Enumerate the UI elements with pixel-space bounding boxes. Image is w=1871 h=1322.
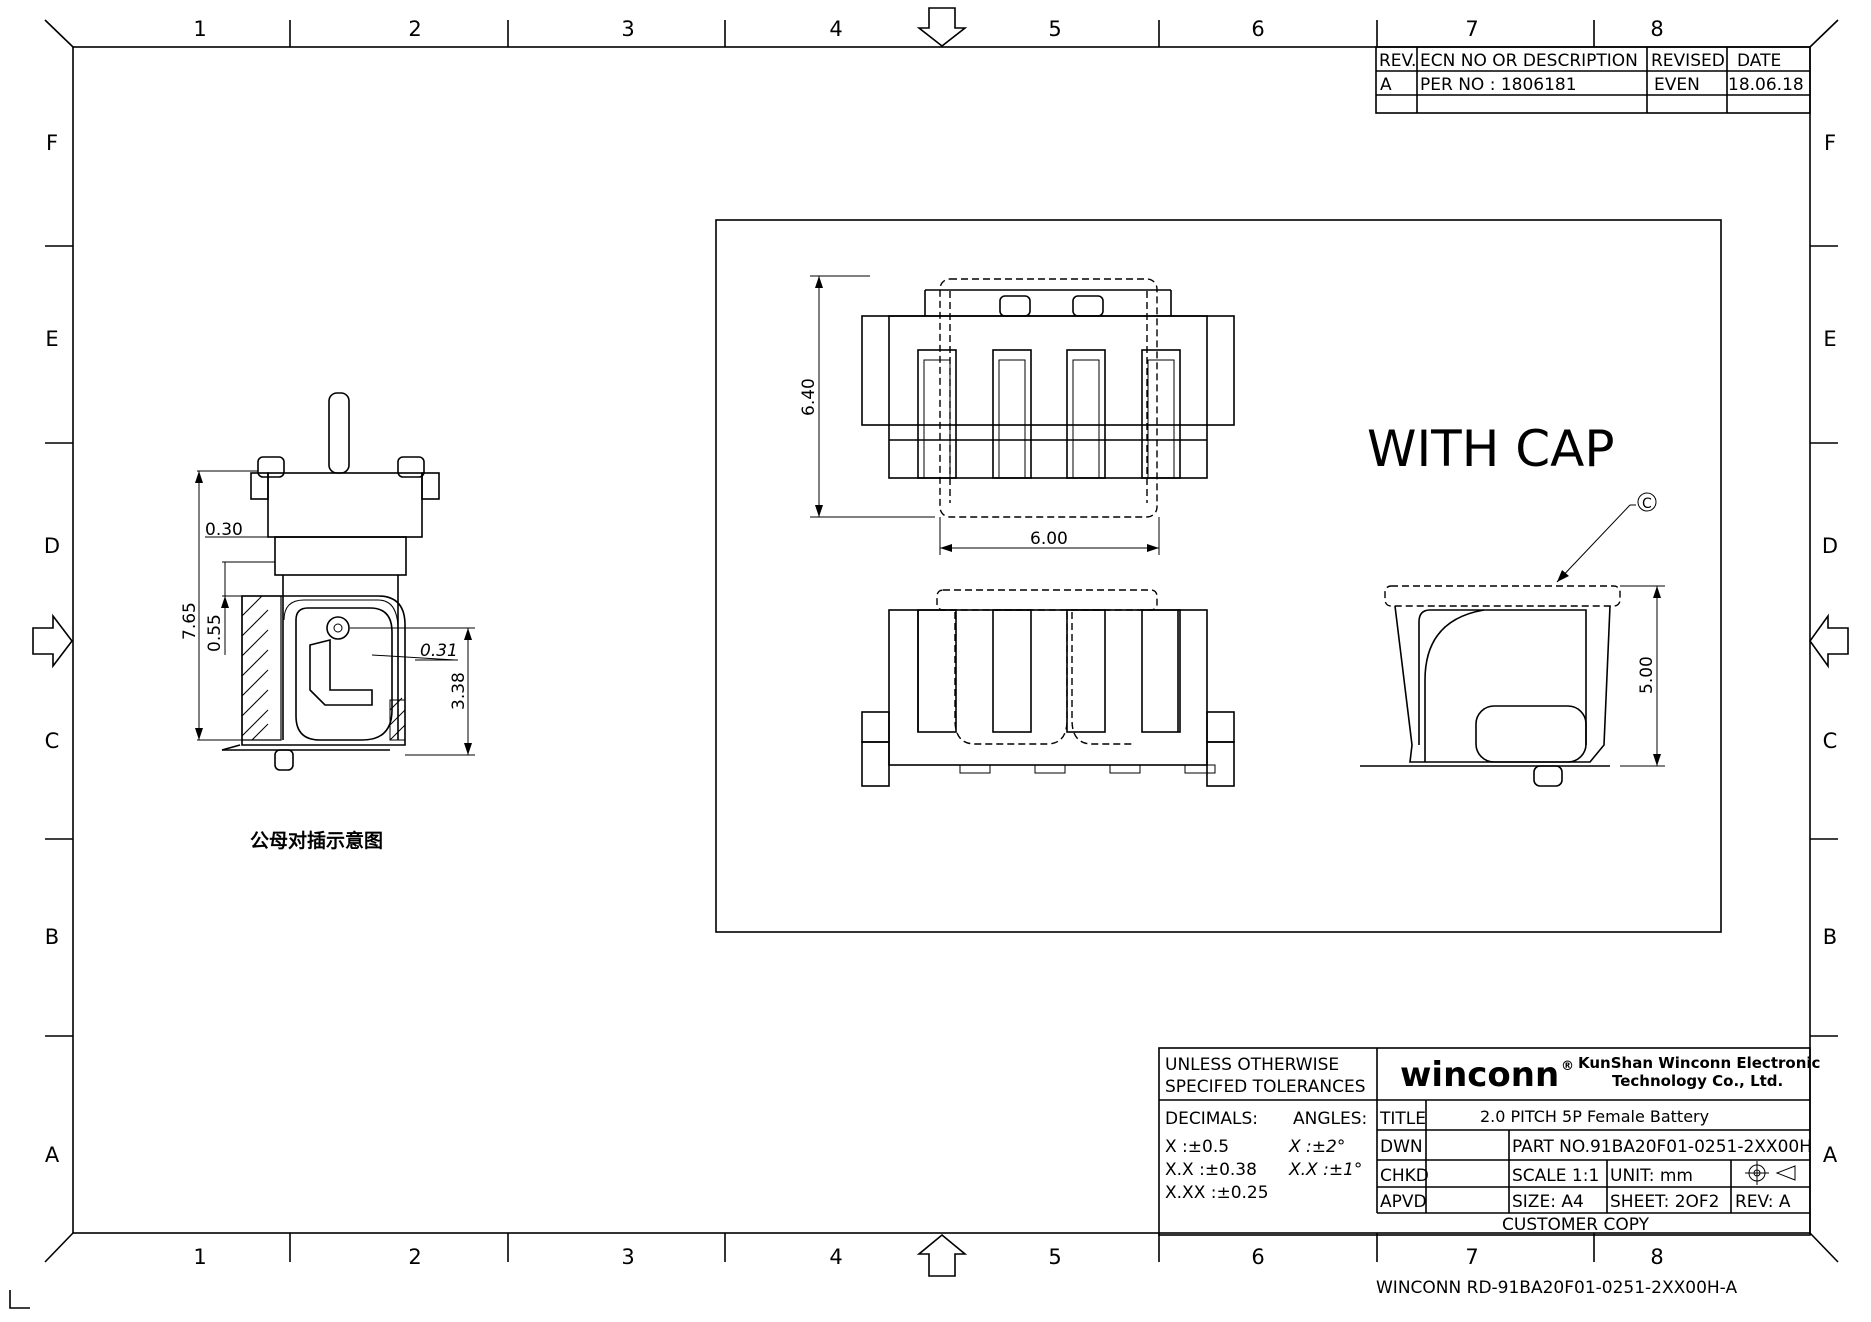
dim-3-38: 3.38 — [449, 672, 469, 710]
cap-callout-letter: C — [1642, 496, 1652, 512]
zone-col-4-bottom: 4 — [829, 1245, 842, 1269]
tol-decimals-label: DECIMALS: — [1165, 1109, 1258, 1129]
with-cap-label: WITH CAP — [1367, 420, 1615, 478]
rev-cell-revised: EVEN — [1654, 75, 1700, 95]
zone-row-e-right: E — [1823, 327, 1836, 351]
zone-row-c-right: C — [1823, 729, 1838, 753]
side-view: 5.00 C — [1360, 492, 1665, 787]
zone-col-1: 1 — [193, 17, 206, 41]
zone-col-6-bottom: 6 — [1251, 1245, 1264, 1269]
dim-5-00: 5.00 — [1637, 656, 1657, 694]
customer-copy: CUSTOMER COPY — [1502, 1215, 1650, 1235]
ang-xx: X.X :±1° — [1288, 1160, 1362, 1180]
zone-col-2-bottom: 2 — [408, 1245, 421, 1269]
tol-header-2: SPECIFED TOLERANCES — [1165, 1077, 1366, 1097]
zone-col-3-bottom: 3 — [621, 1245, 634, 1269]
title-value: 2.0 PITCH 5P Female Battery — [1480, 1107, 1709, 1126]
registered-mark: ® — [1561, 1059, 1574, 1074]
rev-cell-rev: A — [1380, 75, 1392, 95]
zone-col-4: 4 — [829, 17, 842, 41]
zone-col-6: 6 — [1251, 17, 1264, 41]
zone-row-f: F — [46, 131, 58, 155]
rev-header-date: DATE — [1737, 51, 1781, 71]
rev-cell-desc: PER NO : 1806181 — [1420, 75, 1577, 95]
dim-6-00: 6.00 — [1030, 529, 1068, 549]
zone-col-5: 5 — [1048, 17, 1061, 41]
company-name-2: Technology Co., Ltd. — [1612, 1072, 1783, 1090]
dim-0-55: 0.55 — [205, 614, 225, 652]
zone-row-f-right: F — [1824, 131, 1836, 155]
zone-col-8: 8 — [1650, 17, 1663, 41]
revision-table: REV. ECN NO OR DESCRIPTION REVISED DATE … — [1375, 46, 1811, 114]
front-view — [861, 589, 1235, 787]
dim-7-65: 7.65 — [180, 602, 200, 640]
mating-caption: 公母对插示意图 — [250, 829, 383, 852]
drawing-number-footer: WINCONN RD-91BA20F01-0251-2XX00H-A — [1376, 1278, 1737, 1298]
zone-row-c: C — [45, 729, 60, 753]
rev-header-rev: REV. — [1379, 51, 1416, 71]
zone-col-1-bottom: 1 — [193, 1245, 206, 1269]
unit: UNIT: mm — [1610, 1166, 1693, 1186]
rev: REV: A — [1735, 1192, 1791, 1212]
rev-header-revised: REVISED — [1651, 51, 1725, 71]
view-frame — [715, 219, 1722, 933]
zone-col-2: 2 — [408, 17, 421, 41]
part-number: PART NO.91BA20F01-0251-2XX00H — [1512, 1137, 1812, 1157]
zone-row-b-right: B — [1823, 925, 1837, 949]
rev-cell-date: 18.06.18 — [1728, 75, 1804, 95]
title-block: UNLESS OTHERWISE SPECIFED TOLERANCES DEC… — [1158, 1047, 1820, 1236]
zone-row-e: E — [45, 327, 58, 351]
zone-row-d: D — [44, 534, 60, 558]
zone-dividers — [45, 20, 1838, 1262]
zone-row-b: B — [45, 925, 59, 949]
zone-col-8-bottom: 8 — [1650, 1245, 1663, 1269]
dim-0-31: 0.31 — [420, 641, 458, 661]
size: SIZE: A4 — [1512, 1192, 1584, 1212]
zone-col-7-bottom: 7 — [1465, 1245, 1478, 1269]
dim-0-30: 0.30 — [205, 520, 243, 540]
ang-x: X :±2° — [1288, 1137, 1345, 1157]
apvd-label: APVD — [1380, 1192, 1427, 1212]
zone-col-5-bottom: 5 — [1048, 1245, 1061, 1269]
scale: SCALE 1:1 — [1512, 1166, 1599, 1186]
zone-row-a-right: A — [1823, 1143, 1838, 1167]
centering-arrows — [32, 7, 1849, 1277]
tol-header-1: UNLESS OTHERWISE — [1165, 1055, 1339, 1075]
zone-col-3: 3 — [621, 17, 634, 41]
rev-header-desc: ECN NO OR DESCRIPTION — [1420, 51, 1638, 71]
zone-row-a: A — [45, 1143, 60, 1167]
zone-row-d-right: D — [1822, 534, 1838, 558]
zone-labels: 1 2 3 4 5 6 7 8 1 2 3 4 5 6 7 8 F E D C … — [44, 17, 1838, 1269]
chkd-label: CHKD — [1380, 1166, 1429, 1186]
zone-col-7: 7 — [1465, 17, 1478, 41]
company-logo: winconn — [1400, 1055, 1559, 1095]
sheet: SHEET: 2OF2 — [1610, 1192, 1720, 1212]
tol-xxx: X.XX :±0.25 — [1165, 1183, 1269, 1203]
tol-angles-label: ANGLES: — [1293, 1109, 1367, 1129]
top-view: 6.40 6.00 — [799, 275, 1235, 555]
dwn-label: DWN — [1380, 1137, 1423, 1157]
tol-x: X :±0.5 — [1165, 1137, 1229, 1157]
tol-xx: X.X :±0.38 — [1165, 1160, 1257, 1180]
dim-6-40: 6.40 — [799, 378, 819, 416]
mating-view: 7.65 0.30 0.55 0.31 3.38 — [180, 392, 475, 771]
company-name-1: KunShan Winconn Electronic — [1578, 1054, 1820, 1072]
title-label: TITLE — [1379, 1109, 1426, 1129]
